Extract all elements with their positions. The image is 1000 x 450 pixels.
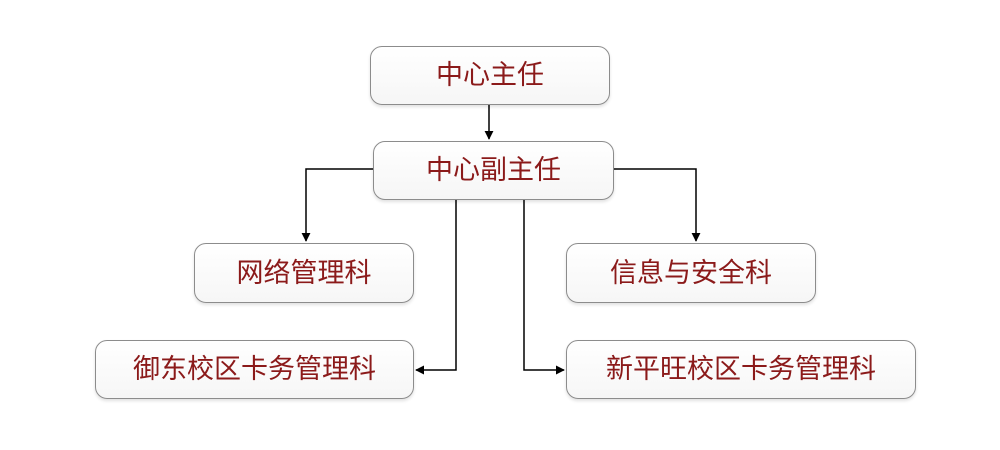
node-deputy-director-label: 中心副主任 bbox=[426, 155, 561, 186]
connector-deputy-to-yudong bbox=[415, 200, 457, 375]
node-info-security-section-label: 信息与安全科 bbox=[610, 257, 772, 289]
node-xinpingwang-card-section: 新平旺校区卡务管理科 bbox=[566, 340, 916, 399]
node-network-section-label: 网络管理科 bbox=[236, 257, 372, 289]
node-deputy-director: 中心副主任 bbox=[373, 141, 614, 200]
node-yudong-card-section-label: 御东校区卡务管理科 bbox=[133, 354, 376, 385]
connector-deputy-to-network bbox=[301, 168, 373, 242]
connector-deputy-to-xinpingwang bbox=[523, 200, 565, 375]
node-yudong-card-section: 御东校区卡务管理科 bbox=[95, 340, 414, 399]
connector-deputy-to-security bbox=[614, 168, 701, 242]
node-info-security-section: 信息与安全科 bbox=[566, 243, 816, 303]
node-xinpingwang-card-section-label: 新平旺校区卡务管理科 bbox=[606, 354, 876, 385]
node-director-label: 中心主任 bbox=[436, 60, 544, 91]
node-director: 中心主任 bbox=[370, 46, 610, 105]
node-network-section: 网络管理科 bbox=[194, 243, 414, 303]
